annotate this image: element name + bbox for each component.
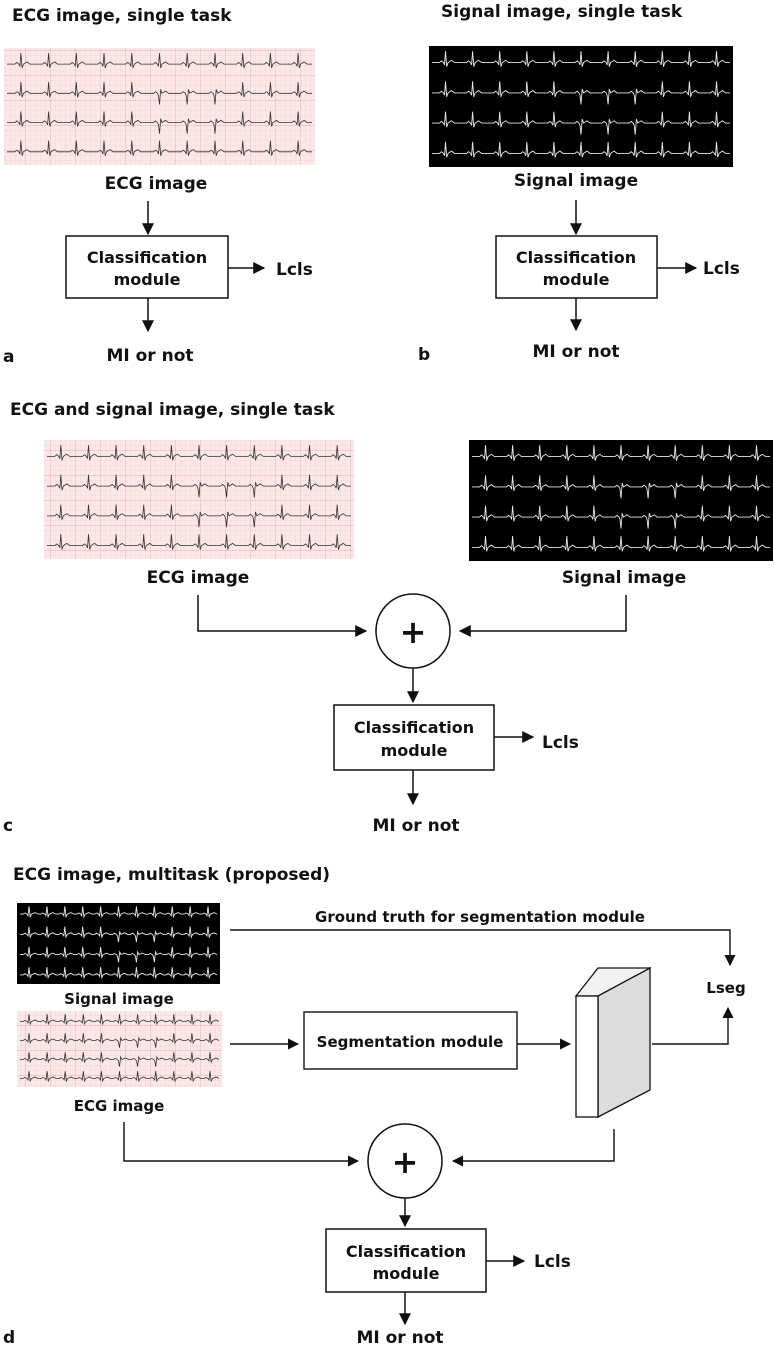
plus-c: + (400, 613, 427, 651)
classification-module-a-line1: Classification (87, 248, 207, 267)
signal-image-d (17, 903, 220, 984)
ecg-trace-row (20, 906, 218, 919)
classification-module-d (325, 1228, 487, 1293)
panel-b-letter: b (418, 345, 430, 365)
classification-module-b-line1: Classification (516, 248, 636, 267)
signal-image-label-c: Signal image (562, 568, 686, 588)
segmentation-output-block (574, 966, 652, 1119)
signal-image-label-d: Signal image (64, 990, 174, 1008)
loss-seg: Lseg (706, 979, 745, 997)
ecg-trace-row (47, 445, 351, 461)
classification-module-c-line1: Classification (354, 718, 474, 737)
panel-c: ECG and signal image, single task ECG im… (3, 400, 773, 836)
ecg-image-d (17, 1011, 222, 1087)
output-c: MI or not (372, 816, 459, 836)
panel-b-title: Signal image, single task (441, 2, 683, 22)
ecg-trace-row (7, 111, 312, 134)
segmentation-module-label: Segmentation module (317, 1033, 504, 1051)
panel-a-letter: a (3, 347, 14, 367)
signal-image-label-b: Signal image (514, 171, 638, 191)
ecg-trace-row (20, 967, 218, 980)
ecg-trace-row (432, 51, 730, 67)
segmentation-module (303, 1011, 518, 1070)
loss-cls-a: Lcls (276, 260, 313, 280)
classification-module-b-line2: module (543, 270, 610, 289)
classification-module-c-line2: module (381, 741, 448, 760)
loss-cls-d: Lcls (534, 1252, 571, 1272)
ecg-trace-row (472, 535, 770, 552)
ecg-image-a (4, 48, 315, 165)
classification-module-c (333, 704, 495, 771)
ecg-trace-row (472, 475, 770, 499)
panel-c-title: ECG and signal image, single task (10, 400, 335, 420)
output-b: MI or not (532, 342, 619, 362)
ecg-trace-row (432, 81, 730, 105)
panel-a: ECG image, single task ECG image Classif… (3, 6, 315, 367)
ecg-trace-row (7, 52, 312, 69)
ecg-trace-row (432, 111, 730, 135)
ecg-image-label-d: ECG image (74, 1097, 165, 1115)
classification-module-a (65, 235, 229, 299)
ecg-trace-row (20, 1014, 220, 1026)
panel-d-letter: d (3, 1328, 15, 1347)
loss-cls-b: Lcls (703, 259, 740, 279)
ecg-trace-row (432, 141, 730, 158)
panel-a-title: ECG image, single task (12, 6, 232, 26)
signal-image-c (469, 440, 773, 561)
ecg-trace-row (20, 926, 218, 943)
ecg-trace-row (7, 140, 312, 156)
loss-cls-c: Lcls (542, 733, 579, 753)
classification-module-d-line2: module (373, 1264, 440, 1283)
ecg-trace-row (20, 1033, 220, 1048)
ecg-image-c (44, 440, 354, 559)
ecg-trace-row (47, 504, 351, 528)
ecg-trace-row (20, 1071, 220, 1083)
ecg-trace-row (47, 534, 351, 550)
output-d: MI or not (356, 1328, 443, 1347)
panel-b: Signal image, single task Signal image C… (418, 2, 740, 365)
ecg-image-label-c: ECG image (147, 568, 250, 588)
panel-c-letter: c (3, 816, 13, 836)
ecg-trace-row (47, 474, 351, 498)
ecg-trace-row (472, 505, 770, 529)
plus-d: + (392, 1143, 419, 1181)
panel-d-title: ECG image, multitask (proposed) (13, 865, 330, 885)
ecg-trace-row (7, 82, 312, 105)
panel-d: ECG image, multitask (proposed) Signal i… (3, 865, 746, 1347)
classification-module-a-line2: module (114, 270, 181, 289)
output-a: MI or not (106, 346, 193, 366)
ecg-trace-row (20, 1052, 220, 1067)
ecg-trace-row (472, 445, 770, 461)
ecg-trace-row (20, 946, 218, 963)
classification-module-d-line1: Classification (346, 1242, 466, 1261)
classification-module-b (495, 235, 658, 299)
ecg-image-label-a: ECG image (105, 174, 208, 194)
ground-truth-label: Ground truth for segmentation module (315, 908, 645, 926)
signal-image-b (429, 46, 733, 167)
